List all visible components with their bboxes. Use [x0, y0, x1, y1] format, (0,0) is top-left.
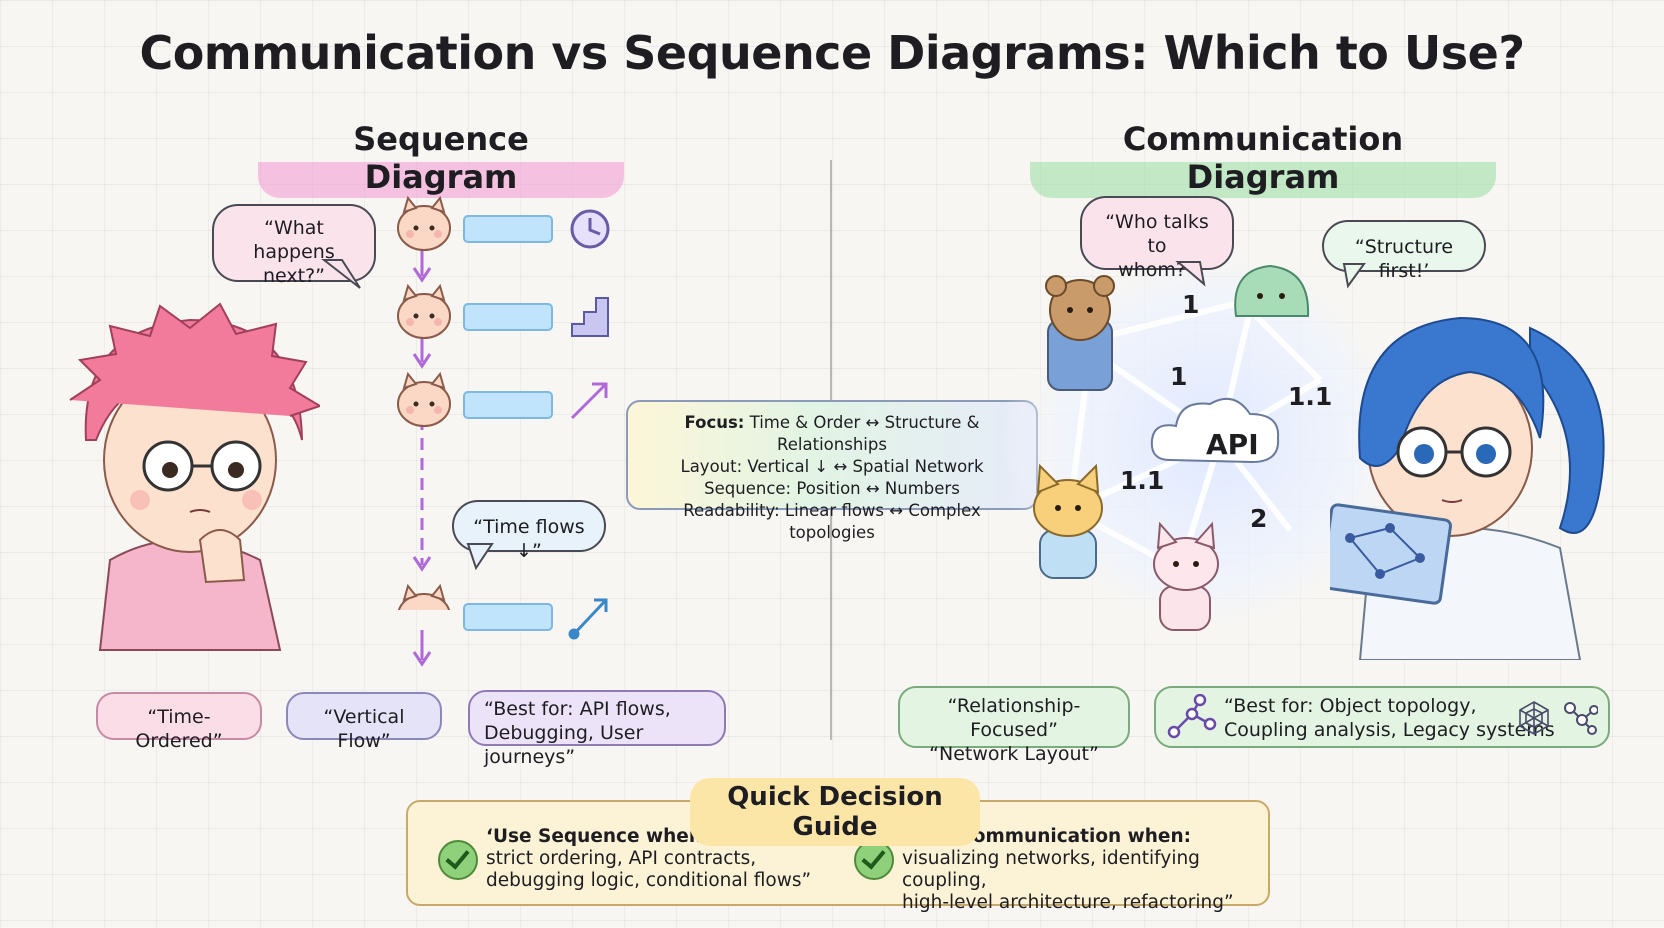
tablet-icon — [1330, 503, 1452, 605]
link-label: 1 — [1182, 290, 1200, 319]
guide-line: strict ordering, API contracts, — [486, 848, 757, 869]
decision-guide-title: Quick Decision Guide — [690, 778, 980, 846]
bubble-text: “Structure first!’ — [1354, 236, 1454, 282]
tag-line: “Relationship-Focused” — [947, 695, 1081, 741]
lifeline-bars — [463, 215, 553, 631]
bubble-tail — [321, 259, 361, 289]
guide-line: high-level architecture, refactoring” — [902, 892, 1234, 913]
tag-line: Debugging, User journeys” — [484, 722, 644, 768]
tag-line: “Best for: Object topology, — [1224, 695, 1477, 717]
graph-nodes-icon — [1167, 694, 1217, 739]
link-label: 1.1 — [1288, 382, 1333, 411]
timeline-arrows — [412, 248, 432, 667]
tag-text: “Time-Ordered” — [135, 706, 223, 752]
share-nodes-icon — [1564, 702, 1598, 735]
comparison-readability: Readability: Linear flows ↔ Complex topo… — [640, 500, 1024, 544]
comparison-value: Position ↔ Numbers — [796, 479, 960, 498]
bubble-text: “What happens next?” — [253, 217, 335, 287]
participant-4 — [397, 585, 451, 610]
comparison-layout: Layout: Vertical ↓ ↔ Spatial Network — [640, 456, 1024, 478]
tag-line: Coupling analysis, Legacy systems — [1224, 719, 1555, 741]
communication-heading: Communication Diagram — [1030, 118, 1496, 198]
bubble-who-talks: “Who talks to whom?” — [1080, 196, 1234, 281]
check-icon — [854, 840, 894, 880]
page-title: Communication vs Sequence Diagrams: Whic… — [139, 26, 1525, 80]
link-label: 1 — [1170, 362, 1188, 391]
bubble-what-happens-next: “What happens next?” — [212, 204, 376, 287]
tag-line: “Network Layout” — [929, 743, 1099, 765]
comparison-value: Time & Order ↔ Structure & Relationships — [749, 413, 980, 454]
bubble-tail — [466, 543, 494, 571]
tag-relationship-focused: “Relationship-Focused” “Network Layout” — [898, 686, 1130, 765]
decision-guide-box: ‘Use Sequence when: strict ordering, API… — [406, 800, 1270, 913]
bear-participant-icon — [1045, 275, 1115, 391]
participant-1 — [397, 197, 451, 251]
slime-participant-icon — [1234, 264, 1310, 317]
comparison-value: Vertical ↓ ↔ Spatial Network — [747, 457, 984, 476]
comparison-box: Focus: Time & Order ↔ Structure & Relati… — [626, 400, 1038, 542]
guide-communication: “Use Communication when: visualizing net… — [902, 826, 1268, 914]
tag-communication-best-for: “Best for: Object topology, Coupling ana… — [1154, 686, 1610, 748]
web-icon — [1519, 701, 1549, 735]
stairs-icon — [571, 297, 609, 337]
check-icon — [438, 840, 478, 880]
bubble-text: “Who talks to — [1105, 211, 1209, 257]
thinking-character — [69, 302, 320, 651]
bubble-text: “Time flows ↓” — [473, 516, 585, 562]
tag-time-ordered: “Time-Ordered” — [96, 692, 262, 752]
guide-line: visualizing networks, identifying coupli… — [902, 848, 1200, 891]
tag-line: “Best for: API flows, — [484, 698, 671, 720]
bubble-text: whom?” — [1118, 259, 1196, 281]
comparison-label: Readability: — [683, 501, 780, 520]
link-label: 1.1 — [1120, 466, 1165, 495]
api-cloud-icon — [1150, 397, 1280, 464]
communication-network — [1000, 230, 1410, 650]
guide-lead: ‘Use Sequence when: — [486, 826, 710, 847]
sequence-participants — [397, 197, 451, 610]
sequence-timeline — [412, 209, 610, 667]
bubble-tail — [1342, 263, 1366, 289]
comparison-label: Sequence: — [704, 479, 792, 498]
comparison-label: Focus: — [684, 413, 745, 432]
engineer-character — [1330, 316, 1605, 660]
cat-participant-icon — [1033, 463, 1103, 579]
arrow-up-right-icon — [570, 382, 608, 420]
tag-sequence-best-for: “Best for: API flows, Debugging, User jo… — [468, 690, 726, 768]
guide-sequence: ‘Use Sequence when: strict ordering, API… — [486, 826, 811, 892]
kitten-participant-icon — [1153, 521, 1219, 631]
tag-vertical-flow: “Vertical Flow” — [286, 692, 442, 752]
comparison-focus: Focus: Time & Order ↔ Structure & Relati… — [640, 412, 1024, 456]
link-label: 2 — [1250, 504, 1268, 533]
api-hub-label: API — [1206, 428, 1259, 461]
sequence-heading: Sequence Diagram — [258, 118, 624, 198]
arrow-diagonal-icon — [568, 598, 608, 640]
tag-text: “Vertical Flow” — [323, 706, 405, 752]
guide-line: debugging logic, conditional flows” — [486, 870, 812, 891]
comparison-sequence: Sequence: Position ↔ Numbers — [640, 478, 1024, 500]
bubble-tail — [1175, 261, 1206, 287]
participant-3 — [397, 373, 451, 427]
clock-icon — [570, 209, 610, 249]
participant-2 — [397, 285, 451, 339]
comparison-value: Linear flows ↔ Complex topologies — [784, 501, 981, 542]
comparison-label: Layout: — [680, 457, 743, 476]
